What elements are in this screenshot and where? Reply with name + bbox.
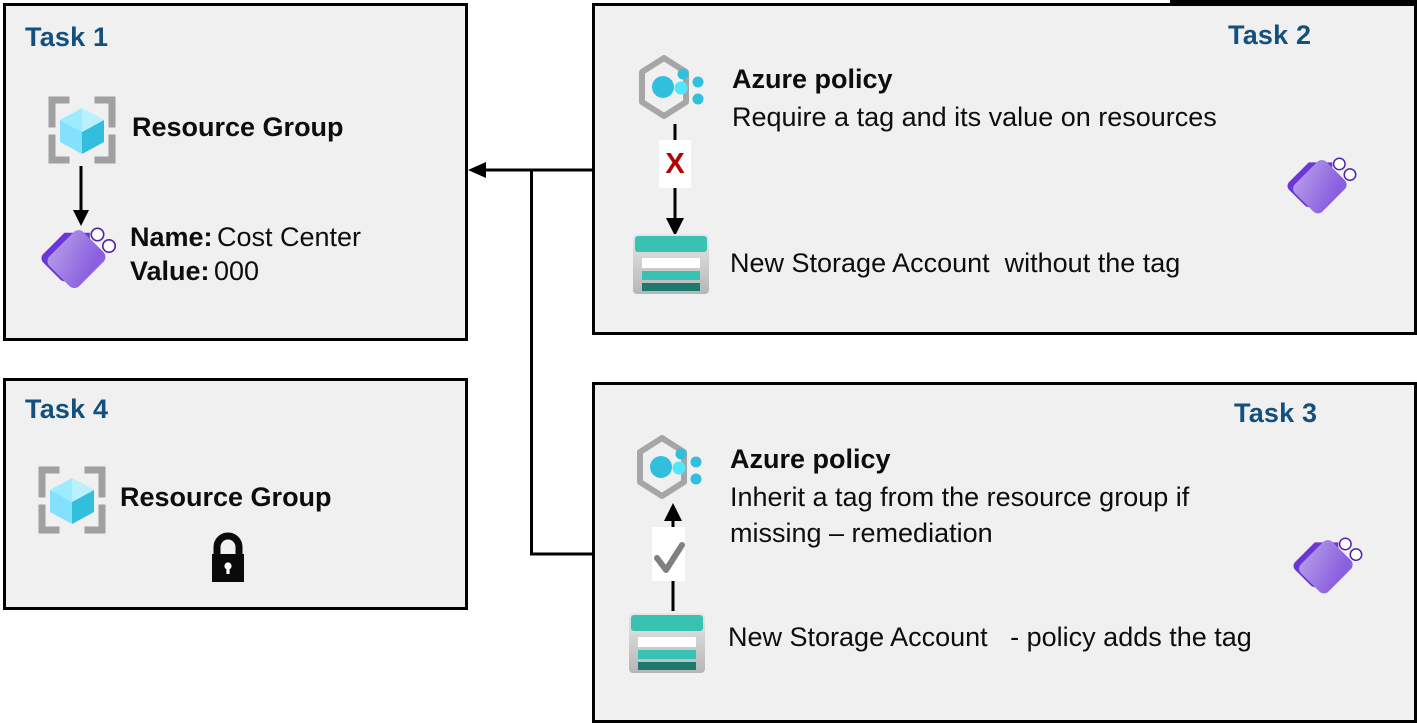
- resource-group-icon: [34, 462, 110, 538]
- connector-task3-to-task1: [530, 170, 592, 556]
- tag-icon: [41, 218, 122, 290]
- task-2-policy-desc: Require a tag and its value on resources: [732, 102, 1217, 132]
- task-1-tag-name-row: Name: Cost Center: [130, 222, 361, 253]
- azure-policy-icon: [632, 432, 708, 504]
- red-x-glyph: X: [665, 148, 685, 180]
- red-x-icon: X: [659, 140, 691, 188]
- task-2-policy-title: Azure policy: [732, 64, 893, 94]
- resource-group-icon: [44, 92, 120, 168]
- tag-value-key: Value:: [130, 256, 210, 286]
- panel-task-3: [592, 382, 1417, 723]
- task-3-policy-title: Azure policy: [730, 444, 891, 474]
- task-4-label: Task 4: [25, 394, 109, 424]
- tag-icon: [1287, 148, 1362, 216]
- panel-task-2: [592, 3, 1417, 335]
- task-1-label: Task 1: [25, 22, 109, 52]
- task-3-policy-desc-line1: Inherit a tag from the resource group if: [730, 482, 1190, 512]
- lock-icon: [204, 528, 252, 586]
- gray-check-icon: [652, 527, 685, 581]
- tag-name-key: Name:: [130, 222, 213, 252]
- task-3-storage-label: New Storage Account - policy adds the ta…: [728, 622, 1252, 652]
- azure-policy-icon: [634, 52, 710, 124]
- tag-icon: [1293, 528, 1368, 596]
- tag-value-value: 000: [214, 256, 260, 286]
- task-1-tag-value-row: Value: 000: [130, 256, 259, 287]
- top-black-bar: [1170, 0, 1417, 5]
- task-2-storage-label: New Storage Account without the tag: [730, 248, 1181, 278]
- tag-name-value: Cost Center: [216, 222, 362, 252]
- connector-task2-to-task1: [468, 162, 592, 178]
- task-1-resource-group-label: Resource Group: [132, 112, 344, 142]
- task-3-label: Task 3: [1234, 398, 1318, 428]
- task-2-label: Task 2: [1228, 20, 1312, 50]
- task-3-policy-desc-line2: missing – remediation: [730, 518, 993, 548]
- storage-account-icon: [628, 612, 706, 674]
- task-4-resource-group-label: Resource Group: [120, 482, 332, 512]
- arrow-down-icon: [70, 166, 92, 228]
- storage-account-icon: [632, 233, 710, 295]
